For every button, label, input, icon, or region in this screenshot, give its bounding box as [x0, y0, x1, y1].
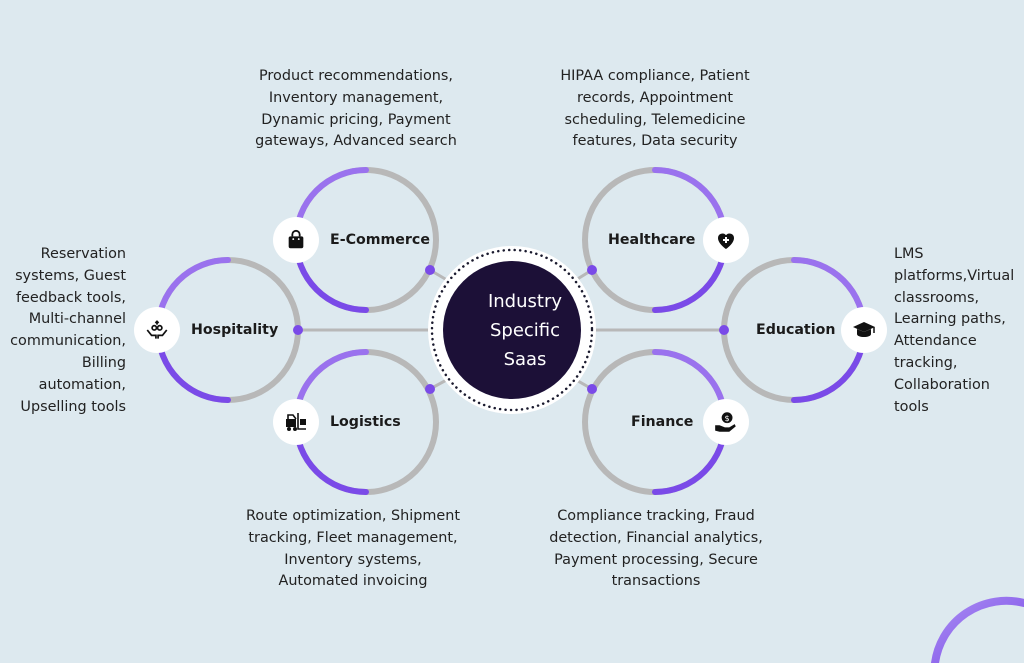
description-healthcare: HIPAA compliance, Patient records, Appoi…: [560, 68, 750, 150]
description-finance: Compliance tracking, Fraud detection, Fi…: [549, 508, 763, 590]
description-logistics: Route optimization, Shipment tracking, F…: [245, 508, 461, 590]
dot-education: [719, 325, 729, 335]
center-title: Industry Specific Saas: [445, 272, 605, 388]
dollar-hand-icon: $: [703, 399, 749, 445]
forklift-icon: [273, 399, 319, 445]
decorative-arc: [931, 596, 1024, 663]
label-healthcare: Healthcare: [608, 232, 696, 248]
dot-finance: [587, 384, 597, 394]
center-title-line-2: Specific: [489, 319, 561, 341]
shopping-bag-icon: [273, 217, 319, 263]
heart-plus-icon: [703, 217, 749, 263]
label-ecommerce: E-Commerce: [330, 232, 430, 248]
dot-ecommerce: [425, 265, 435, 275]
center-title-line-1: Industry: [487, 290, 563, 312]
description-hospitality: Reservation systems, Guest feedback tool…: [10, 246, 126, 415]
center-node: [428, 246, 596, 414]
description-ecommerce: Product recommendations, Inventory manag…: [255, 68, 457, 150]
dot-logistics: [425, 384, 435, 394]
label-hospitality: Hospitality: [191, 322, 279, 338]
label-education: Education: [756, 322, 836, 338]
svg-text:$: $: [724, 413, 729, 423]
description-education: LMS platforms,Virtual classrooms, Learni…: [894, 246, 1015, 415]
connector-dots: [293, 265, 729, 394]
center-title-line-3: Saas: [503, 348, 547, 370]
dot-healthcare: [587, 265, 597, 275]
dot-hospitality: [293, 325, 303, 335]
hands-hospitality-icon: [134, 307, 180, 353]
label-logistics: Logistics: [330, 414, 401, 430]
graduation-cap-icon: [841, 307, 887, 353]
label-finance: Finance: [631, 414, 694, 430]
